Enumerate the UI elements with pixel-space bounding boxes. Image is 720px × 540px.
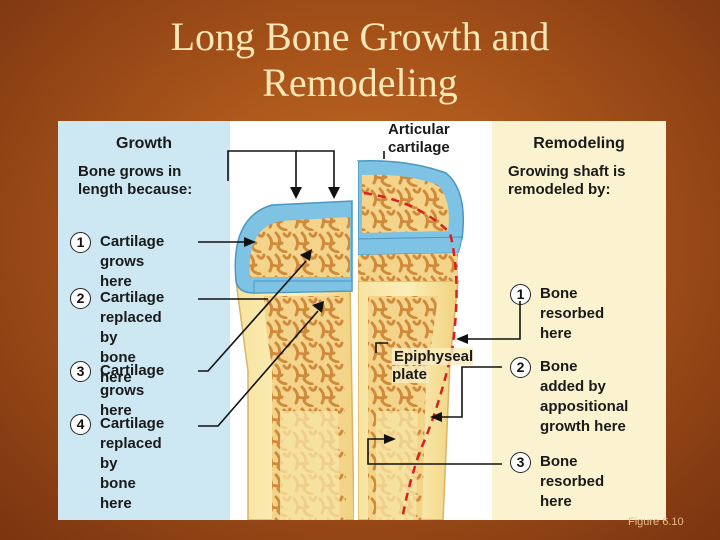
remodeling-panel: Remodeling Growing shaft is remodeled by… (492, 121, 666, 520)
left-bone-half (234, 200, 355, 520)
step-text: Cartilage replaced by bone here (100, 289, 165, 386)
articular-cartilage-label: Articular cartilage (388, 121, 450, 156)
growth-leader-lines (198, 150, 335, 427)
bone-growth-figure: Growth Bone grows in length because: 1 C… (58, 121, 666, 520)
growth-arrowheads (244, 187, 340, 313)
remodeling-arrowheads (384, 334, 468, 444)
slide-title-line-1: Long Bone Growth and (170, 14, 550, 59)
epiphyseal-plate-label: Epiphyseal plate (392, 348, 474, 384)
step-text: Cartilage grows here (100, 362, 165, 419)
remodeling-heading: Remodeling (533, 135, 625, 152)
growth-heading: Growth (116, 135, 172, 152)
step-number-badge: 2 (70, 288, 91, 309)
growth-panel: Growth Bone grows in length because: 1 C… (58, 121, 230, 520)
remodeling-leader-lines (367, 151, 521, 465)
step-text: Bone resorbed here (540, 453, 605, 510)
slide-title-line-2: Remodeling (262, 60, 458, 105)
step-text: Cartilage replaced by bone here (100, 415, 165, 512)
step-text: Bone resorbed here (540, 285, 605, 342)
step-text: Bone added by appositional growth here (540, 358, 629, 435)
growth-intro: Bone grows in length because: (78, 163, 193, 198)
slide-title: Long Bone Growth and Remodeling (0, 14, 720, 106)
epiphyseal-plate-text: Epiphyseal plate (392, 348, 474, 383)
step-number-badge: 2 (510, 357, 531, 378)
remodeling-intro: Growing shaft is remodeled by: (508, 163, 626, 198)
figure-number: Figure 6.10 (628, 516, 684, 528)
step-text: Cartilage grows here (100, 233, 165, 290)
step-number-badge: 4 (70, 414, 91, 435)
step-number-badge: 3 (510, 452, 531, 473)
right-bone-half (357, 160, 465, 520)
step-number-badge: 3 (70, 361, 91, 382)
step-number-badge: 1 (70, 232, 91, 253)
long-bone-illustration (198, 150, 521, 520)
